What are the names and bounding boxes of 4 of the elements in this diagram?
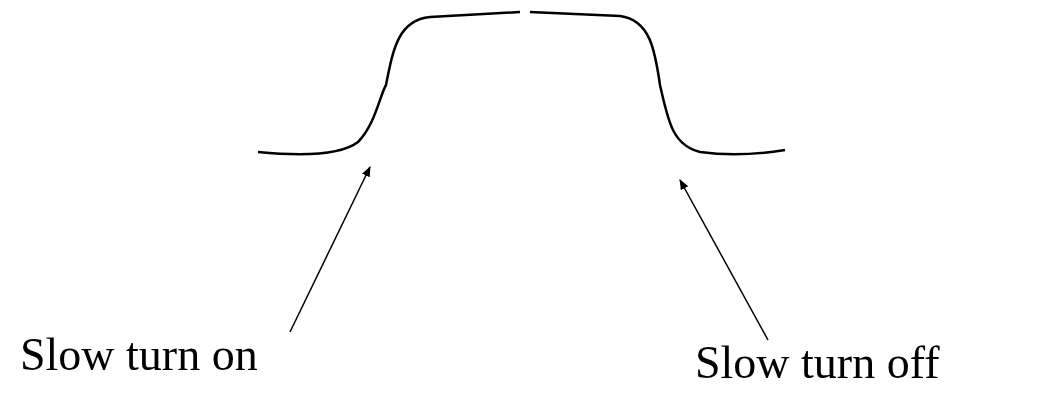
annotation-label: Slow turn off xyxy=(695,338,940,389)
leader-arrow xyxy=(679,179,769,341)
leader-arrow xyxy=(289,166,371,333)
annotation-label: Slow turn on xyxy=(20,330,258,381)
